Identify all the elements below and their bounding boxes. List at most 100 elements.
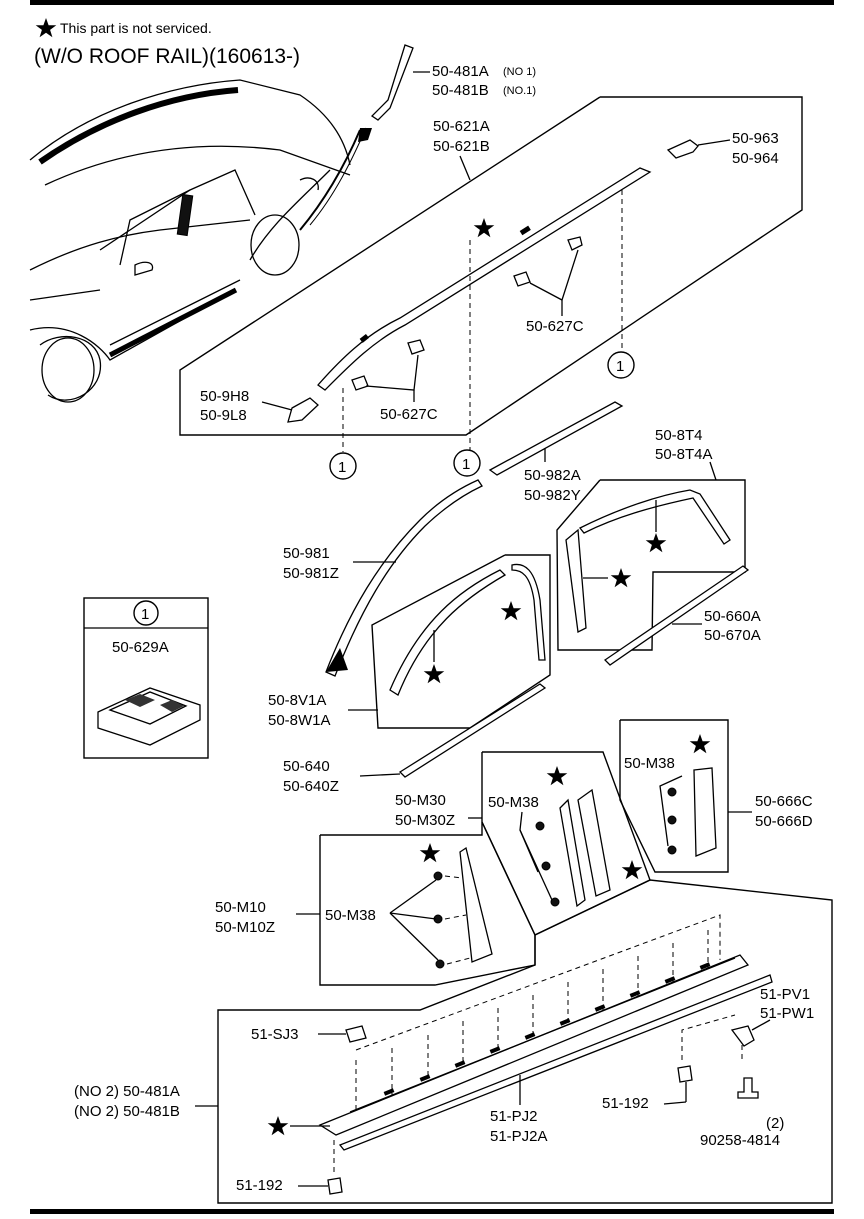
vehicle-illustration bbox=[29, 79, 372, 403]
callout-inset-box: 1 50-629A bbox=[83, 597, 209, 759]
legend-star-icon bbox=[35, 18, 57, 38]
part-50-m30-pillar-b bbox=[577, 788, 611, 897]
label-50-981[interactable]: 50-981 bbox=[283, 545, 330, 562]
part-51-sj3-clip bbox=[345, 1025, 367, 1043]
label-50-640[interactable]: 50-640 bbox=[283, 758, 330, 775]
label-50-964[interactable]: 50-964 bbox=[732, 150, 779, 167]
clip-50-627c-d bbox=[351, 375, 369, 391]
label-50-8w1a[interactable]: 50-8W1A bbox=[268, 712, 331, 729]
label-50-481b[interactable]: 50-481B bbox=[432, 82, 489, 99]
clip-50-627c-a bbox=[567, 236, 583, 251]
part-51-pv1-end-piece bbox=[730, 1025, 755, 1047]
label-50-981z[interactable]: 50-981Z bbox=[283, 565, 339, 582]
label-50-963[interactable]: 50-963 bbox=[732, 130, 779, 147]
label-50-9h8[interactable]: 50-9H8 bbox=[200, 388, 249, 405]
label-no1-b: (NO.1) bbox=[503, 85, 536, 97]
label-51-pv1[interactable]: 51-PV1 bbox=[760, 986, 810, 1003]
label-50-9l8[interactable]: 50-9L8 bbox=[200, 407, 247, 424]
top-border bbox=[30, 0, 834, 5]
label-no2-50-481b[interactable]: (NO 2) 50-481B bbox=[74, 1103, 180, 1120]
legend-text: This part is not serviced. bbox=[60, 20, 212, 36]
part-50-982a-strip bbox=[488, 401, 624, 476]
not-serviced-star-icon bbox=[645, 533, 667, 553]
label-50-666d[interactable]: 50-666D bbox=[755, 813, 813, 830]
rear-door-group-box bbox=[556, 479, 746, 651]
part-50-9h8-end-cap bbox=[287, 397, 319, 423]
not-serviced-star-icon bbox=[419, 843, 441, 863]
part-50-m30-pillar-a bbox=[559, 798, 586, 908]
bottom-border bbox=[30, 1209, 834, 1214]
label-51-sj3[interactable]: 51-SJ3 bbox=[251, 1026, 299, 1043]
label-50-m38-left[interactable]: 50-M38 bbox=[325, 907, 376, 924]
roof-molding-group-box bbox=[179, 96, 803, 436]
label-51-192-left[interactable]: 51-192 bbox=[236, 1177, 283, 1194]
label-50-m38-right[interactable]: 50-M38 bbox=[624, 755, 675, 772]
label-50-m10z[interactable]: 50-M10Z bbox=[215, 919, 275, 936]
not-serviced-star-icon bbox=[689, 734, 711, 754]
clip-50-627c-b bbox=[513, 271, 531, 287]
variant-title: (W/O ROOF RAIL)(160613-) bbox=[34, 45, 300, 68]
label-51-192-right[interactable]: 51-192 bbox=[602, 1095, 649, 1112]
label-no1-a: (NO 1) bbox=[503, 66, 536, 78]
part-90258-4814-screw bbox=[737, 1077, 759, 1099]
svg-text:1: 1 bbox=[338, 459, 346, 476]
label-51-pj2[interactable]: 51-PJ2 bbox=[490, 1108, 538, 1125]
part-50-481a-strip bbox=[370, 44, 414, 121]
label-50-8t4a[interactable]: 50-8T4A bbox=[655, 446, 713, 463]
label-50-660a[interactable]: 50-660A bbox=[704, 608, 761, 625]
label-no2-50-481a[interactable]: (NO 2) 50-481A bbox=[74, 1083, 180, 1100]
label-50-982a[interactable]: 50-982A bbox=[524, 467, 581, 484]
label-50-481a[interactable]: 50-481A bbox=[432, 63, 489, 80]
part-50-666c-garnish bbox=[693, 767, 717, 857]
label-50-m30[interactable]: 50-M30 bbox=[395, 792, 446, 809]
not-serviced-star-icon bbox=[267, 1116, 289, 1136]
label-qty-2: (2) bbox=[766, 1115, 784, 1132]
part-50-660a-belt-molding bbox=[603, 565, 750, 666]
part-50-8t4-pillar bbox=[565, 528, 587, 633]
part-50-8v1a-molding bbox=[389, 569, 507, 696]
rear-garnish-group-box bbox=[619, 719, 729, 873]
label-50-m10[interactable]: 50-M10 bbox=[215, 899, 266, 916]
label-50-m38-center[interactable]: 50-M38 bbox=[488, 794, 539, 811]
not-serviced-star-icon bbox=[473, 218, 495, 238]
label-50-621a[interactable]: 50-621A bbox=[433, 118, 490, 135]
part-50-621-roof-molding bbox=[317, 167, 652, 391]
callout-circle-1-a: 1 bbox=[329, 452, 357, 480]
label-50-629a[interactable]: 50-629A bbox=[112, 639, 169, 656]
clip-50-627c-c bbox=[407, 339, 425, 355]
label-50-666c[interactable]: 50-666C bbox=[755, 793, 813, 810]
part-50-m10-garnish bbox=[459, 846, 493, 963]
not-serviced-star-icon bbox=[610, 568, 632, 588]
label-50-8v1a[interactable]: 50-8V1A bbox=[268, 692, 326, 709]
callout-circle-1-b: 1 bbox=[453, 449, 481, 477]
label-50-640z[interactable]: 50-640Z bbox=[283, 778, 339, 795]
label-90258-4814[interactable]: 90258-4814 bbox=[700, 1132, 780, 1149]
part-50-963-clip bbox=[666, 139, 699, 159]
label-51-pj2a[interactable]: 51-PJ2A bbox=[490, 1128, 548, 1145]
front-pillar-lower-group-box bbox=[319, 821, 536, 986]
sill-clip-slots bbox=[383, 962, 711, 1096]
part-51-192-clip-b bbox=[327, 1177, 343, 1195]
label-50-8t4[interactable]: 50-8T4 bbox=[655, 427, 703, 444]
side-sill-group-box bbox=[217, 879, 833, 1204]
label-50-621b[interactable]: 50-621B bbox=[433, 138, 490, 155]
part-50-640-belt-molding bbox=[398, 683, 547, 778]
part-50-8v1a-pillar bbox=[511, 563, 546, 661]
label-50-627c-lower[interactable]: 50-627C bbox=[380, 406, 438, 423]
sill-clip-dashes bbox=[355, 914, 721, 1110]
callout-circle-1-c: 1 bbox=[607, 351, 635, 379]
label-50-670a[interactable]: 50-670A bbox=[704, 627, 761, 644]
not-serviced-star-icon bbox=[500, 601, 522, 621]
inset-callout-number: 1 bbox=[141, 606, 149, 623]
label-50-m30z[interactable]: 50-M30Z bbox=[395, 812, 455, 829]
label-50-627c-upper[interactable]: 50-627C bbox=[526, 318, 584, 335]
not-serviced-star-icon bbox=[546, 766, 568, 786]
svg-text:1: 1 bbox=[462, 456, 470, 473]
not-serviced-star-icon bbox=[423, 664, 445, 684]
label-50-982y[interactable]: 50-982Y bbox=[524, 487, 581, 504]
label-51-pw1[interactable]: 51-PW1 bbox=[760, 1005, 814, 1022]
part-50-8t4-molding bbox=[578, 489, 731, 545]
part-50-981-a-pillar bbox=[325, 479, 483, 677]
